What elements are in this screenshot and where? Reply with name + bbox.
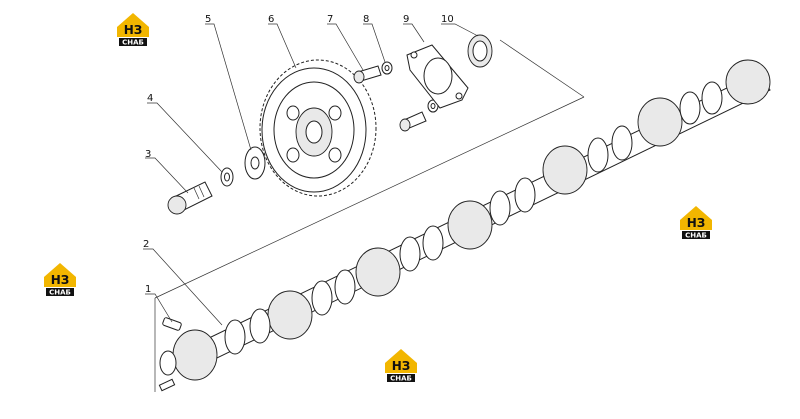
part-number-2: 2 bbox=[143, 239, 149, 250]
watermark-logo: НЗ СНАБ bbox=[40, 259, 80, 297]
part-number-4: 4 bbox=[147, 93, 153, 104]
house-logo-icon: НЗ СНАБ bbox=[385, 349, 417, 383]
bolt-small bbox=[353, 65, 427, 132]
part-number-6: 6 bbox=[268, 14, 274, 25]
thrust-plate bbox=[406, 44, 469, 109]
part-number-7: 7 bbox=[327, 14, 333, 25]
part-numbers: 1 2 3 4 5 6 7 8 9 10 bbox=[143, 14, 454, 295]
part-number-3: 3 bbox=[145, 149, 151, 160]
svg-text:НЗ: НЗ bbox=[51, 273, 70, 287]
watermark-logo: НЗ СНАБ bbox=[381, 345, 421, 383]
watermark-logo: НЗ СНАБ bbox=[676, 202, 716, 240]
leader-lines bbox=[143, 23, 479, 326]
seal-ring bbox=[467, 34, 493, 68]
house-logo-icon: НЗ СНАБ bbox=[44, 263, 76, 297]
washer-lock bbox=[381, 61, 439, 113]
frame-lines bbox=[154, 39, 585, 392]
part-number-9: 9 bbox=[403, 14, 409, 25]
house-logo-icon: НЗ СНАБ bbox=[680, 206, 712, 240]
timing-gear bbox=[259, 59, 377, 197]
part-number-5: 5 bbox=[205, 14, 211, 25]
washer-small bbox=[220, 167, 234, 187]
camshaft bbox=[158, 59, 771, 392]
svg-text:НЗ: НЗ bbox=[687, 216, 706, 230]
svg-text:СНАБ: СНАБ bbox=[122, 39, 144, 47]
svg-text:НЗ: НЗ bbox=[392, 359, 411, 373]
camshaft-lobes bbox=[224, 81, 723, 355]
part-number-10: 10 bbox=[441, 14, 454, 25]
key bbox=[162, 317, 182, 331]
svg-text:НЗ: НЗ bbox=[124, 23, 143, 37]
svg-text:СНАБ: СНАБ bbox=[390, 375, 412, 383]
watermark-logo: НЗ СНАБ bbox=[113, 9, 153, 47]
thrust-washer bbox=[244, 146, 266, 180]
bolt-large bbox=[167, 181, 213, 215]
part-number-8: 8 bbox=[363, 14, 369, 25]
svg-text:СНАБ: СНАБ bbox=[49, 289, 71, 297]
camshaft-journals bbox=[159, 59, 771, 381]
house-logo-icon: НЗ СНАБ bbox=[117, 13, 149, 47]
part-number-1: 1 bbox=[145, 284, 151, 295]
svg-text:СНАБ: СНАБ bbox=[685, 232, 707, 240]
